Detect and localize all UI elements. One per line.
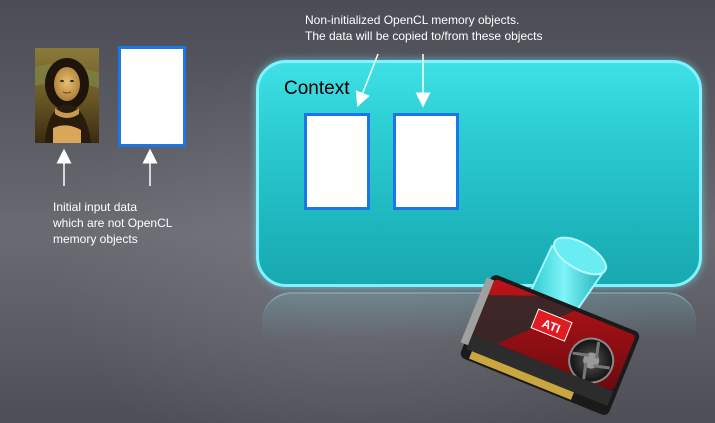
memory-object-box-1 [304, 113, 370, 210]
memory-objects-note: Non-initialized OpenCL memory objects. T… [305, 12, 605, 44]
input-data-box [118, 46, 186, 147]
memory-objects-note-line2: The data will be copied to/from these ob… [305, 29, 543, 43]
mona-lisa-image [35, 48, 99, 143]
memory-object-box-2 [393, 113, 459, 210]
input-data-note-line2: which are not OpenCL [53, 216, 173, 230]
gpu-brand-label: ATI [540, 316, 562, 336]
context-label: Context [284, 78, 350, 99]
input-data-note-line3: memory objects [53, 232, 138, 246]
input-data-note: Initial input data which are not OpenCL … [53, 199, 223, 247]
memory-objects-note-line1: Non-initialized OpenCL memory objects. [305, 13, 520, 27]
input-data-note-line1: Initial input data [53, 200, 138, 214]
